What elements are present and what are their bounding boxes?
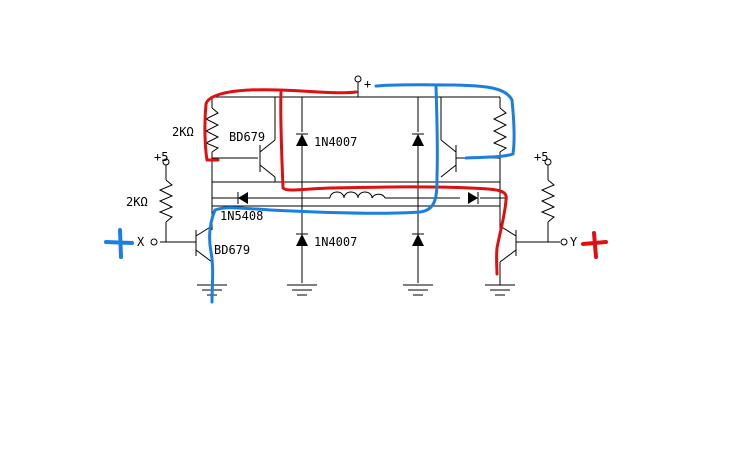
plus5-right-label: +5 [534, 150, 548, 164]
diode-1n5408 [237, 192, 248, 204]
input-x-label: X [137, 235, 145, 249]
ground-symbol-2 [287, 284, 317, 296]
plus5-terminal-right [544, 158, 552, 166]
ground-symbol-3 [403, 284, 433, 296]
supply-terminal [354, 75, 362, 83]
transistor-top-left-label: BD679 [229, 130, 265, 144]
transistor-bottom-left-label: BD679 [214, 243, 250, 257]
blue-annotation-path [208, 83, 516, 304]
resistor-left [158, 179, 174, 223]
diode-bottom-label: 1N4007 [314, 235, 357, 249]
resistor-top-left [204, 107, 220, 153]
diode-mid-label: 1N5408 [220, 209, 263, 223]
resistor-right [540, 179, 556, 223]
supply-plus-label: + [364, 77, 371, 91]
plus5-terminal-left [162, 158, 170, 166]
diode-top-label: 1N4007 [314, 135, 357, 149]
diode-1n4007-top-left [296, 133, 308, 146]
input-y-terminal [560, 238, 568, 246]
plus5-left-label: +5 [154, 150, 168, 164]
ground-symbol-4 [485, 284, 515, 296]
left-blue-plus-annotation [104, 228, 134, 259]
inductor-coil [329, 191, 386, 199]
input-y-label: Y [570, 235, 578, 249]
input-x-terminal [150, 238, 158, 246]
diode-right-horizontal [468, 192, 479, 204]
diode-bottom-right [412, 233, 424, 246]
resistor-top-left-label: 2KΩ [172, 125, 194, 139]
red-annotation-path [203, 88, 508, 276]
diode-1n4007-bottom-left [296, 233, 308, 246]
resistor-top-right [492, 107, 508, 153]
resistor-left-label: 2KΩ [126, 195, 148, 209]
right-red-plus-annotation [581, 231, 608, 259]
diode-top-right [412, 133, 424, 146]
